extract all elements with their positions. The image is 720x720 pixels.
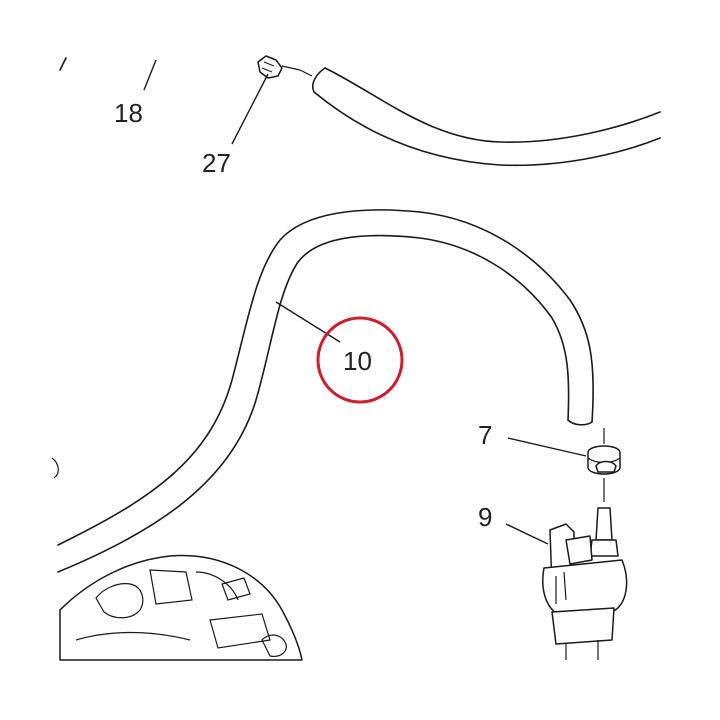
part-9-valve <box>542 507 628 660</box>
leader-10 <box>275 301 341 343</box>
leader-27 <box>231 73 269 145</box>
callout-label-18: 18 <box>114 98 143 128</box>
part-27-clip <box>257 55 313 79</box>
machine-body <box>51 457 303 661</box>
upper-hose <box>311 67 661 167</box>
part-7-clamp <box>587 428 621 502</box>
callout-label-7: 7 <box>478 420 492 450</box>
callout-label-9: 9 <box>478 502 492 532</box>
callout-label-10: 10 <box>343 346 372 376</box>
leader-9 <box>505 523 549 545</box>
leader-18 <box>143 59 157 91</box>
callout-label-27: 27 <box>202 148 231 178</box>
part-10-hose <box>57 209 594 573</box>
leader-7 <box>507 437 587 457</box>
edge-fragment <box>59 57 67 71</box>
highlight-circle <box>316 316 404 404</box>
